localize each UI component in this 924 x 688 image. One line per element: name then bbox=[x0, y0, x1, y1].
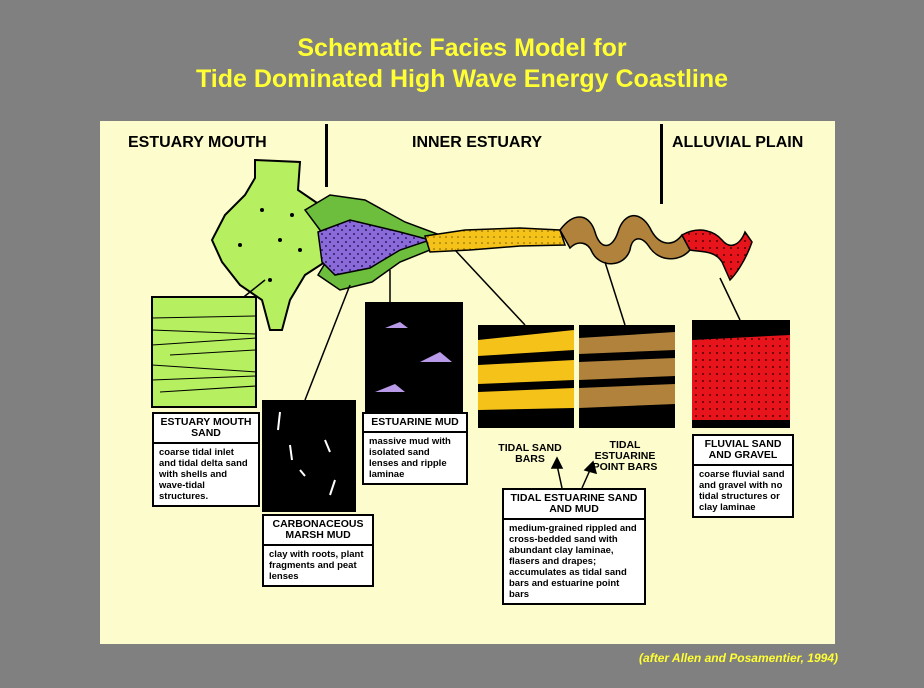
facies-box-fluvial-sand-gravel: FLUVIAL SAND AND GRAVEL coarse fluvial s… bbox=[692, 434, 794, 518]
region-inner-estuary: INNER ESTUARY bbox=[412, 134, 543, 151]
region-separator-2 bbox=[660, 124, 663, 204]
section-marsh-mud bbox=[262, 400, 356, 512]
section-point-bars bbox=[579, 325, 675, 428]
facies-title: ESTUARINE MUD bbox=[364, 414, 466, 433]
title-line-1: Schematic Facies Model for bbox=[297, 34, 627, 62]
facies-box-tidal-estuarine-sand-mud: TIDAL ESTUARINE SAND AND MUD medium-grai… bbox=[502, 488, 646, 605]
facies-title: ESTUARY MOUTH SAND bbox=[154, 414, 258, 444]
region-separator-1 bbox=[325, 124, 328, 187]
facies-description: massive mud with isolated sand lenses an… bbox=[369, 436, 451, 480]
facies-title: FLUVIAL SAND AND GRAVEL bbox=[694, 436, 792, 466]
label-tidal-estuarine-point-bars: TIDAL ESTUARINE POINT BARS bbox=[592, 439, 658, 473]
facies-box-estuarine-mud: ESTUARINE MUD massive mud with isolated … bbox=[362, 412, 468, 485]
tidal-sand-channel bbox=[424, 227, 567, 253]
facies-box-carbonaceous-marsh-mud: CARBONACEOUS MARSH MUD clay with roots, … bbox=[262, 514, 374, 587]
section-estuary-mouth-sand bbox=[151, 296, 257, 408]
meander-channel bbox=[559, 215, 691, 265]
facies-description: clay with roots, plant fragments and pea… bbox=[269, 549, 364, 582]
section-estuarine-mud bbox=[365, 302, 463, 412]
facies-title: CARBONACEOUS MARSH MUD bbox=[264, 516, 372, 546]
section-tidal-sand-bars bbox=[478, 325, 574, 428]
citation: (after Allen and Posamentier, 1994) bbox=[639, 651, 838, 665]
label-tidal-sand-bars: TIDAL SAND BARS bbox=[498, 442, 562, 465]
region-alluvial-plain: ALLUVIAL PLAIN bbox=[672, 134, 804, 151]
region-estuary-mouth: ESTUARY MOUTH bbox=[128, 134, 267, 151]
facies-description: coarse fluvial sand and gravel with no t… bbox=[699, 469, 785, 513]
title-line-2: Tide Dominated High Wave Energy Coastlin… bbox=[195, 65, 729, 93]
facies-description: coarse tidal inlet and tidal delta sand … bbox=[159, 447, 248, 502]
fluvial-channel bbox=[680, 229, 753, 282]
section-fluvial bbox=[692, 320, 790, 428]
facies-box-estuary-mouth-sand: ESTUARY MOUTH SAND coarse tidal inlet an… bbox=[152, 412, 260, 507]
facies-title: TIDAL ESTUARINE SAND AND MUD bbox=[504, 490, 644, 520]
estuarine-mud-body bbox=[317, 219, 433, 276]
facies-description: medium-grained rippled and cross-bedded … bbox=[509, 523, 637, 600]
